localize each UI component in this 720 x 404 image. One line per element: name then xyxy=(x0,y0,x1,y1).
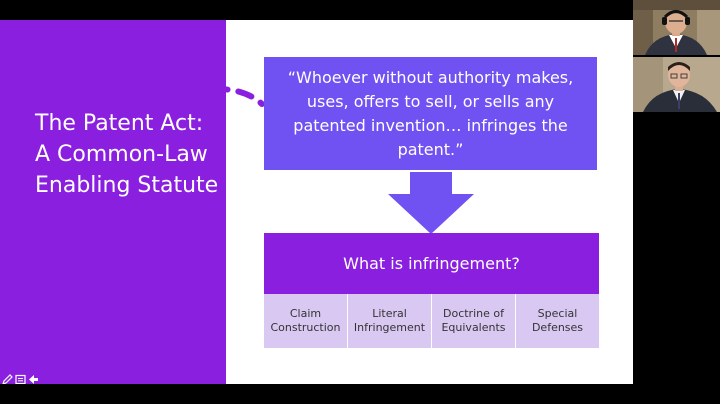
slide-title-panel: The Patent Act: A Common-Law Enabling St… xyxy=(0,20,226,384)
pen-tools xyxy=(2,370,39,384)
participant-video-1[interactable] xyxy=(633,0,720,55)
participant-video-panel xyxy=(633,0,720,404)
pen-icon[interactable] xyxy=(2,370,13,384)
pointer-icon[interactable] xyxy=(28,370,39,384)
note-icon[interactable] xyxy=(15,370,26,384)
statute-quote: “Whoever without authority makes, uses, … xyxy=(264,57,597,170)
down-arrow-icon xyxy=(388,172,474,234)
slide-title: The Patent Act: A Common-Law Enabling St… xyxy=(35,111,219,198)
participant-video-2[interactable] xyxy=(633,57,720,112)
infringement-question: What is infringement? xyxy=(264,233,599,294)
presentation-slide: The Patent Act: A Common-Law Enabling St… xyxy=(0,20,633,384)
